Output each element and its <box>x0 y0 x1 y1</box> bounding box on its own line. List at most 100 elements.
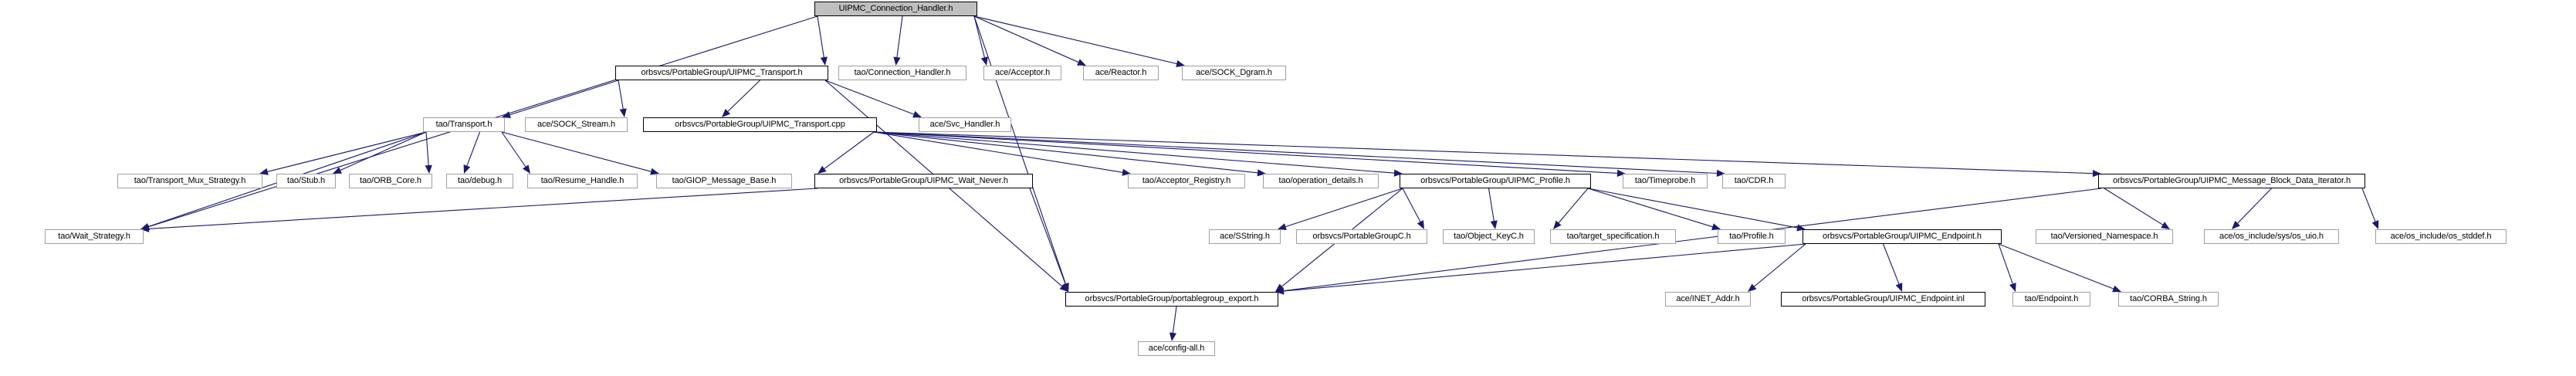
graph-node-label: ace/Reactor.h <box>1095 68 1147 77</box>
graph-node[interactable]: tao/Timeprobe.h <box>1623 174 1708 188</box>
graph-node[interactable]: ace/SOCK_Stream.h <box>525 117 628 132</box>
graph-node[interactable]: ace/SOCK_Dgram.h <box>1182 66 1286 80</box>
graph-node[interactable]: UIPMC_Connection_Handler.h <box>814 2 977 16</box>
edge-arrowhead <box>722 109 731 117</box>
edge-line <box>2236 188 2272 225</box>
edge-line <box>973 15 1080 63</box>
graph-node[interactable]: ace/Acceptor.h <box>983 66 1061 80</box>
graph-node[interactable]: tao/debug.h <box>446 174 513 188</box>
graph-node[interactable]: tao/GIOP_Message_Base.h <box>656 174 792 188</box>
graph-node[interactable]: orbsvcs/PortableGroup/UIPMC_Wait_Never.h <box>814 174 1033 188</box>
graph-node[interactable]: tao/Connection_Handler.h <box>838 66 966 80</box>
graph-node-label: orbsvcs/PortableGroup/UIPMC_Transport.cp… <box>675 120 845 129</box>
graph-node[interactable]: ace/config-all.h <box>1138 341 1215 356</box>
graph-node[interactable]: orbsvcs/PortableGroup/UIPMC_Transport.h <box>615 66 828 80</box>
graph-node[interactable]: tao/Acceptor_Registry.h <box>1128 174 1245 188</box>
graph-node[interactable]: orbsvcs/PortableGroup/UIPMC_Message_Bloc… <box>2098 174 2365 188</box>
graph-node-label: orbsvcs/PortableGroup/UIPMC_Endpoint.inl <box>1802 294 1965 303</box>
graph-node-label: tao/Acceptor_Registry.h <box>1142 176 1231 185</box>
graph-node-label: tao/Object_KeyC.h <box>1454 232 1524 241</box>
edge-line <box>1488 188 1494 222</box>
graph-node[interactable]: ace/Svc_Handler.h <box>919 117 1011 132</box>
edge-arrowhead <box>1895 283 1903 292</box>
graph-node[interactable]: orbsvcs/PortableGroup/UIPMC_Endpoint.inl <box>1781 292 1985 307</box>
edge-line <box>466 131 481 167</box>
graph-node[interactable]: ace/os_include/sys/os_uio.h <box>2204 229 2339 244</box>
graph-node-label: tao/Timeprobe.h <box>1634 176 1696 185</box>
edge-line <box>873 131 1259 174</box>
edge-arrowhead <box>1490 220 1498 229</box>
edge-line <box>1753 243 1806 288</box>
edge-line <box>618 80 624 110</box>
graph-node-label: orbsvcs/PortableGroup/UIPMC_Profile.h <box>1420 176 1570 185</box>
edge-line <box>1587 188 1799 229</box>
edge-arrowhead <box>463 164 471 174</box>
graph-node-label: UIPMC_Connection_Handler.h <box>838 4 953 13</box>
edge-line <box>2104 188 2164 226</box>
edge-line <box>1558 188 1589 224</box>
edge-line <box>1402 188 1421 223</box>
graph-node-label: tao/Stub.h <box>286 176 326 185</box>
edge-line <box>1882 243 1900 285</box>
edge-arrowhead <box>1169 332 1177 341</box>
edge-line <box>973 15 986 59</box>
edge-line <box>266 131 427 173</box>
edge-arrowhead <box>619 108 627 117</box>
edge-line <box>873 131 1396 174</box>
edge-arrowhead <box>333 167 342 174</box>
edge-arrowhead <box>2161 222 2170 229</box>
graph-node[interactable]: tao/operation_details.h <box>1263 174 1379 188</box>
graph-node-label: ace/os_include/os_stddef.h <box>2390 232 2492 241</box>
graph-node-label: ace/Acceptor.h <box>994 68 1051 77</box>
graph-node[interactable]: orbsvcs/PortableGroup/UIPMC_Transport.cp… <box>643 117 877 132</box>
graph-node[interactable]: tao/CORBA_String.h <box>2118 292 2219 307</box>
edge-line <box>1587 188 1714 228</box>
graph-node-label: tao/Transport_Mux_Strategy.h <box>134 176 246 185</box>
edge-line <box>1998 243 2014 285</box>
edge-arrowhead <box>522 164 530 174</box>
edge-arrowhead <box>2112 285 2121 293</box>
graph-node[interactable]: tao/Versioned_Namespace.h <box>2036 229 2173 244</box>
graph-node-label: tao/operation_details.h <box>1278 176 1363 185</box>
edge-line <box>1029 188 1067 285</box>
graph-node[interactable]: tao/Transport_Mux_Strategy.h <box>117 174 262 188</box>
edge-line <box>509 80 619 116</box>
graph-node[interactable]: tao/Resume_Handle.h <box>527 174 638 188</box>
graph-node[interactable]: ace/INET_Addr.h <box>1665 292 1751 307</box>
graph-node[interactable]: ace/os_include/os_stddef.h <box>2375 229 2507 244</box>
graph-node[interactable]: orbsvcs/PortableGroup/UIPMC_Profile.h <box>1400 174 1591 188</box>
edge-arrowhead <box>2371 220 2379 229</box>
graph-node[interactable]: tao/Stub.h <box>276 174 336 188</box>
graph-node[interactable]: tao/Wait_Strategy.h <box>45 229 144 244</box>
graph-node[interactable]: orbsvcs/PortableGroup/portablegroup_expo… <box>1065 292 1278 307</box>
graph-node[interactable]: tao/Object_KeyC.h <box>1443 229 1535 244</box>
graph-node-label: orbsvcs/PortableGroup/UIPMC_Wait_Never.h <box>839 176 1008 185</box>
graph-node[interactable]: tao/Endpoint.h <box>2012 292 2090 307</box>
edge-arrowhead <box>820 56 828 66</box>
graph-node-label: tao/target_specification.h <box>1566 232 1660 241</box>
graph-node[interactable]: tao/ORB_Core.h <box>349 174 432 188</box>
graph-node-label: tao/Transport.h <box>435 120 493 129</box>
edge-line <box>425 131 429 167</box>
graph-node[interactable]: tao/target_specification.h <box>1550 229 1676 244</box>
edge-line <box>896 15 903 59</box>
edge-arrowhead <box>817 165 827 174</box>
edge-line <box>823 131 875 170</box>
graph-node[interactable]: tao/Transport.h <box>423 117 505 132</box>
edge-line <box>147 188 818 229</box>
graph-node[interactable]: tao/Profile.h <box>1718 229 1786 244</box>
edge-line <box>1172 306 1177 334</box>
edge-line <box>1282 243 1806 292</box>
graph-node[interactable]: ace/Reactor.h <box>1083 66 1159 80</box>
edge-arrowhead <box>2009 283 2016 292</box>
graph-node-label: ace/os_include/sys/os_uio.h <box>2219 232 2324 241</box>
graph-node[interactable]: ace/SString.h <box>1209 229 1281 244</box>
edge-line <box>973 15 1067 285</box>
edge-arrowhead <box>1062 283 1069 292</box>
edge-line <box>501 131 652 172</box>
graph-node[interactable]: tao/CDR.h <box>1722 174 1786 188</box>
graph-node[interactable]: orbsvcs/PortableGroupC.h <box>1296 229 1427 244</box>
graph-node-label: tao/CDR.h <box>1734 176 1774 185</box>
graph-node[interactable]: orbsvcs/PortableGroup/UIPMC_Endpoint.h <box>1803 229 2002 244</box>
